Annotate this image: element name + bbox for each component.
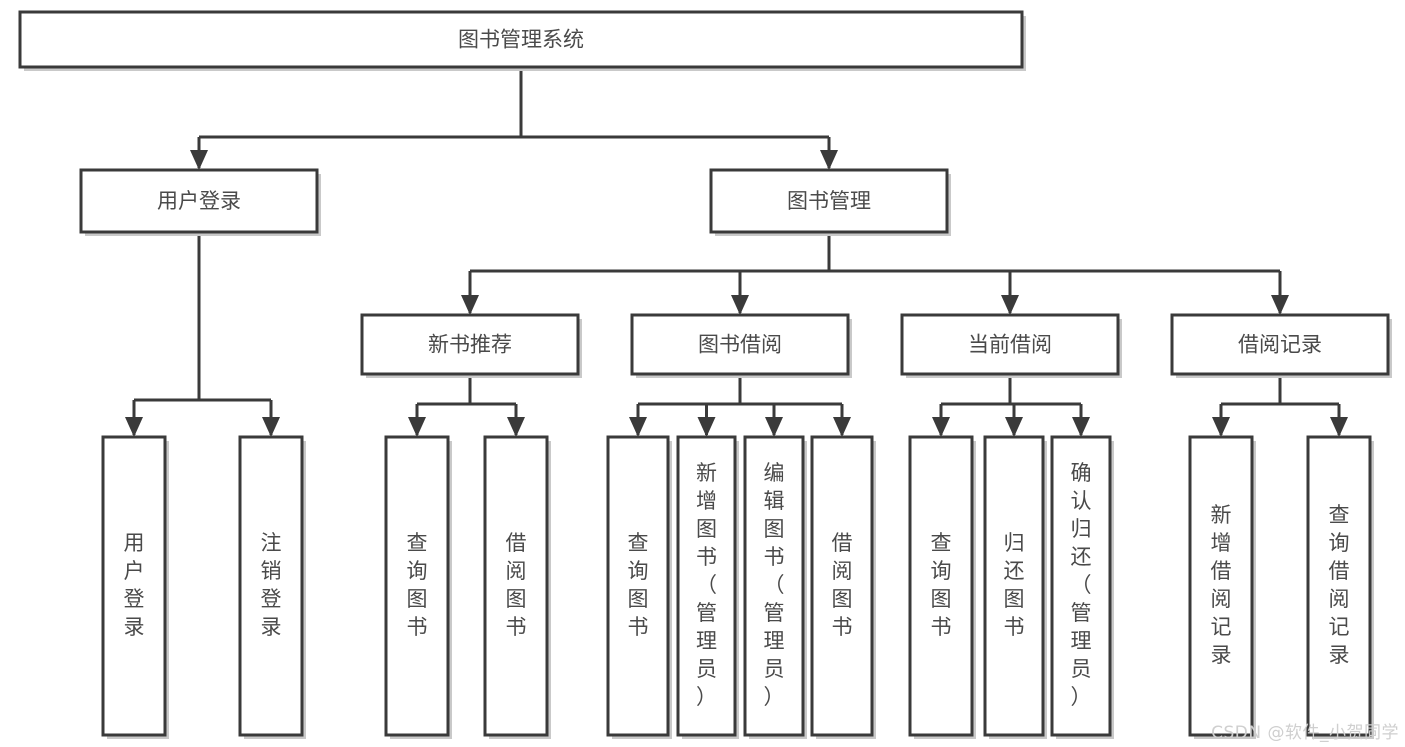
node-label: 借阅记录 (1238, 333, 1322, 357)
node-leaf-return-book[interactable]: 归还图书 (983, 435, 1047, 739)
node-box[interactable] (384, 435, 450, 737)
node-label: 确认归还（管理员） (1071, 461, 1092, 709)
node-label: 新增图书（管理员） (696, 461, 717, 709)
node-box[interactable] (900, 313, 1120, 376)
node-leaf-edit-book-admin[interactable]: 编辑图书（管理员） (743, 435, 807, 739)
node-label: 新增借阅记录 (1211, 503, 1232, 667)
connector-current-borrow (932, 374, 1090, 437)
node-book-borrow[interactable]: 图书借阅 (630, 313, 852, 378)
node-label: 查询图书 (407, 531, 428, 639)
node-new-book-rec[interactable]: 新书推荐 (360, 313, 582, 378)
connector-new-book-rec (408, 374, 525, 437)
watermark-label: CSDN @软件_小贺同学 (1211, 723, 1399, 743)
node-label: 当前借阅 (968, 333, 1052, 357)
node-box[interactable] (908, 435, 974, 737)
node-leaf-query-book-1[interactable]: 查询图书 (384, 435, 452, 739)
node-label: 归还图书 (1004, 531, 1025, 639)
node-box[interactable] (709, 168, 949, 234)
connector-book-borrow (629, 374, 851, 437)
connector-layer (125, 67, 1348, 437)
node-label: 用户登录 (157, 189, 241, 213)
node-box[interactable] (360, 313, 580, 376)
connector-user-login (125, 232, 280, 437)
node-label: 图书管理 (787, 189, 871, 213)
node-box[interactable] (1050, 435, 1112, 737)
connector-root (190, 67, 838, 170)
node-box[interactable] (79, 168, 319, 234)
node-leaf-user-logout[interactable]: 注销登录 (238, 435, 306, 739)
node-box[interactable] (101, 435, 167, 737)
node-label: 查询图书 (931, 531, 952, 639)
node-current-borrow[interactable]: 当前借阅 (900, 313, 1122, 378)
node-leaf-user-login[interactable]: 用户登录 (101, 435, 169, 739)
node-box[interactable] (630, 313, 850, 376)
node-user-login[interactable]: 用户登录 (79, 168, 321, 236)
node-label: 用户登录 (124, 531, 145, 639)
node-box[interactable] (676, 435, 737, 737)
node-label: 图书借阅 (698, 333, 782, 357)
node-box[interactable] (983, 435, 1045, 737)
node-box[interactable] (483, 435, 549, 737)
node-label: 查询图书 (628, 531, 649, 639)
node-box[interactable] (1306, 435, 1372, 737)
node-box[interactable] (743, 435, 805, 737)
connector-book-manage (461, 232, 1289, 315)
node-leaf-query-book-2[interactable]: 查询图书 (606, 435, 672, 739)
node-leaf-add-record[interactable]: 新增借阅记录 (1188, 435, 1256, 739)
node-box[interactable] (1170, 313, 1390, 376)
node-label: 编辑图书（管理员） (764, 461, 785, 709)
node-box[interactable] (810, 435, 874, 737)
connector-borrow-record (1212, 374, 1348, 437)
node-leaf-confirm-return[interactable]: 确认归还（管理员） (1050, 435, 1114, 739)
node-borrow-record[interactable]: 借阅记录 (1170, 313, 1392, 378)
node-label: 图书管理系统 (458, 28, 584, 52)
node-leaf-query-record[interactable]: 查询借阅记录 (1306, 435, 1374, 739)
node-root[interactable]: 图书管理系统 (18, 10, 1026, 71)
node-leaf-query-book-3[interactable]: 查询图书 (908, 435, 976, 739)
node-label: 新书推荐 (428, 333, 512, 357)
node-box[interactable] (238, 435, 304, 737)
node-layer: 图书管理系统用户登录图书管理新书推荐图书借阅当前借阅借阅记录用户登录注销登录查询… (18, 10, 1392, 739)
node-label: 借阅图书 (832, 531, 853, 639)
node-box[interactable] (18, 10, 1024, 69)
node-label: 借阅图书 (506, 531, 527, 639)
node-leaf-borrow-book-1[interactable]: 借阅图书 (483, 435, 551, 739)
node-leaf-borrow-book-2[interactable]: 借阅图书 (810, 435, 876, 739)
node-leaf-add-book-admin[interactable]: 新增图书（管理员） (676, 435, 739, 739)
node-box[interactable] (606, 435, 670, 737)
node-label: 查询借阅记录 (1329, 503, 1350, 667)
node-label: 注销登录 (261, 531, 282, 639)
node-box[interactable] (1188, 435, 1254, 737)
node-book-manage[interactable]: 图书管理 (709, 168, 951, 236)
